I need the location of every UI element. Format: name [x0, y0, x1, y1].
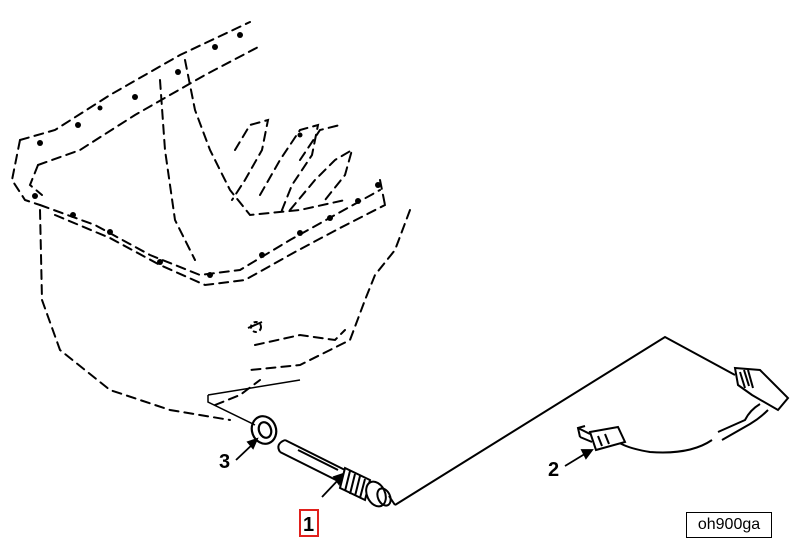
power-cord: [394, 335, 790, 506]
callout-1: 1: [303, 514, 314, 536]
flange-bolt-holes: [32, 32, 381, 278]
leader-arrows: [235, 437, 594, 498]
assembly-centerline: [207, 379, 301, 426]
callout-3: 3: [219, 451, 230, 473]
callout-1-highlight-box[interactable]: [299, 509, 319, 537]
figure-reference-code: oh900ga: [686, 512, 772, 538]
gasket-washer: [250, 415, 278, 445]
callout-2: 2: [548, 459, 559, 481]
oil-pan-phantom-outline: [10, 21, 411, 421]
heater-port: [247, 321, 263, 333]
heater-element: [277, 439, 396, 508]
